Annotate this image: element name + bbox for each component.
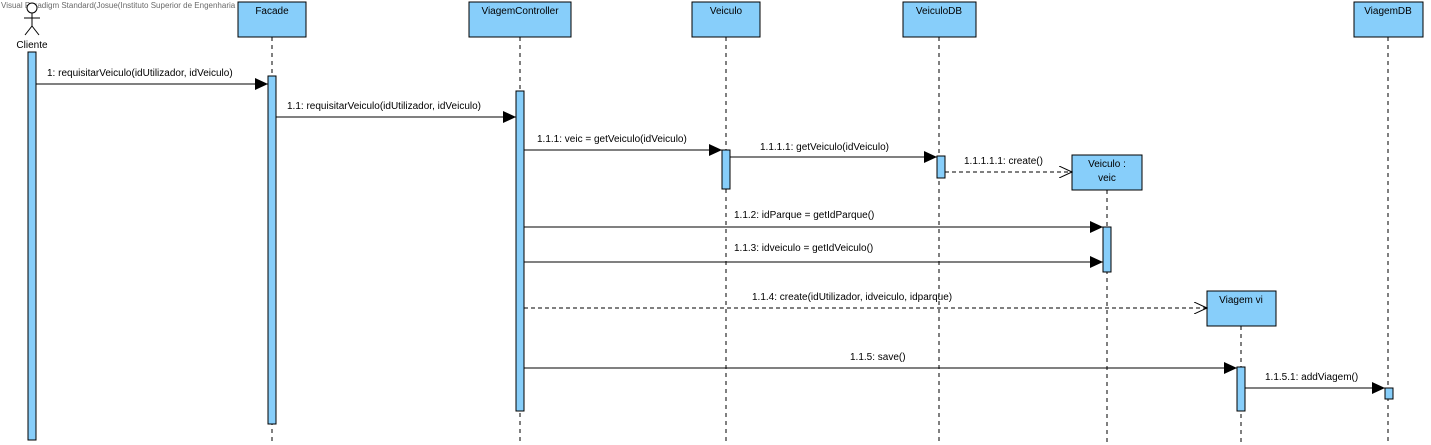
- lifeline-viagemcontroller: ViagemController: [468, 1, 572, 38]
- activation-viagem-vi: [1236, 366, 1246, 412]
- actor-cliente: Cliente: [16, 2, 48, 51]
- message-labels: 1: requisitarVeiculo(idUtilizador, idVei…: [47, 68, 1358, 383]
- actor-label: Cliente: [16, 40, 48, 51]
- lifeline-veiculo-label: Veiculo: [710, 6, 743, 17]
- lifeline-veic-label-line1: Veiculo :: [1088, 159, 1126, 170]
- lifeline-viagemcontroller-label: ViagemController: [481, 6, 559, 17]
- message-1-1-4-label: 1.1.4: create(idUtilizador, idveiculo, i…: [752, 292, 952, 303]
- activation-bars: [27, 51, 1394, 441]
- lifeline-viagem-vi: Viagem vi: [1206, 290, 1277, 327]
- lifeline-viagem-vi-label: Viagem vi: [1219, 295, 1263, 306]
- message-arrows: [36, 78, 1385, 394]
- activation-veiculo: [721, 149, 731, 190]
- activation-veiculodb: [936, 155, 946, 179]
- message-1-1-2-label: 1.1.2: idParque = getIdParque(): [734, 210, 874, 221]
- actor-head-icon: [26, 2, 38, 14]
- message-1-1-3-label: 1.1.3: idveiculo = getIdVeiculo(): [734, 243, 873, 254]
- watermark: Visual Paradigm Standard(Josue(Instituto…: [1, 1, 274, 10]
- activation-facade: [267, 75, 277, 425]
- message-1-label: 1: requisitarVeiculo(idUtilizador, idVei…: [47, 68, 233, 79]
- message-1-1-1-1-1-label: 1.1.1.1.1: create(): [964, 156, 1043, 167]
- activation-viagemdb: [1384, 387, 1394, 400]
- activation-viagemcontroller: [515, 90, 525, 412]
- activation-veic: [1102, 226, 1112, 273]
- activation-cliente: [27, 51, 37, 441]
- message-1-1-5-1-label: 1.1.5.1: addViagem(): [1265, 372, 1358, 383]
- message-1-1-1-1-label: 1.1.1.1: getVeiculo(idVeiculo): [760, 142, 889, 153]
- message-1-1-1-label: 1.1.1: veic = getVeiculo(idVeiculo): [537, 134, 687, 145]
- lifeline-veiculodb: VeiculoDB: [902, 1, 977, 38]
- lifeline-facade-label: Facade: [255, 6, 289, 17]
- lifeline-facade: Facade: [237, 1, 307, 38]
- lifeline-veiculodb-label: VeiculoDB: [916, 6, 962, 17]
- lifeline-veiculo: Veiculo: [691, 1, 761, 38]
- lifeline-viagemdb-label: ViagemDB: [1364, 6, 1412, 17]
- lifeline-dashes: [271, 37, 1389, 445]
- lifeline-viagemdb: ViagemDB: [1353, 1, 1424, 38]
- message-1-1-5-label: 1.1.5: save(): [850, 352, 906, 363]
- lifeline-veic-label-line2: veic: [1098, 173, 1116, 184]
- lifeline-veic: Veiculo : veic: [1071, 154, 1143, 191]
- message-1-1-label: 1.1: requisitarVeiculo(idUtilizador, idV…: [287, 101, 481, 112]
